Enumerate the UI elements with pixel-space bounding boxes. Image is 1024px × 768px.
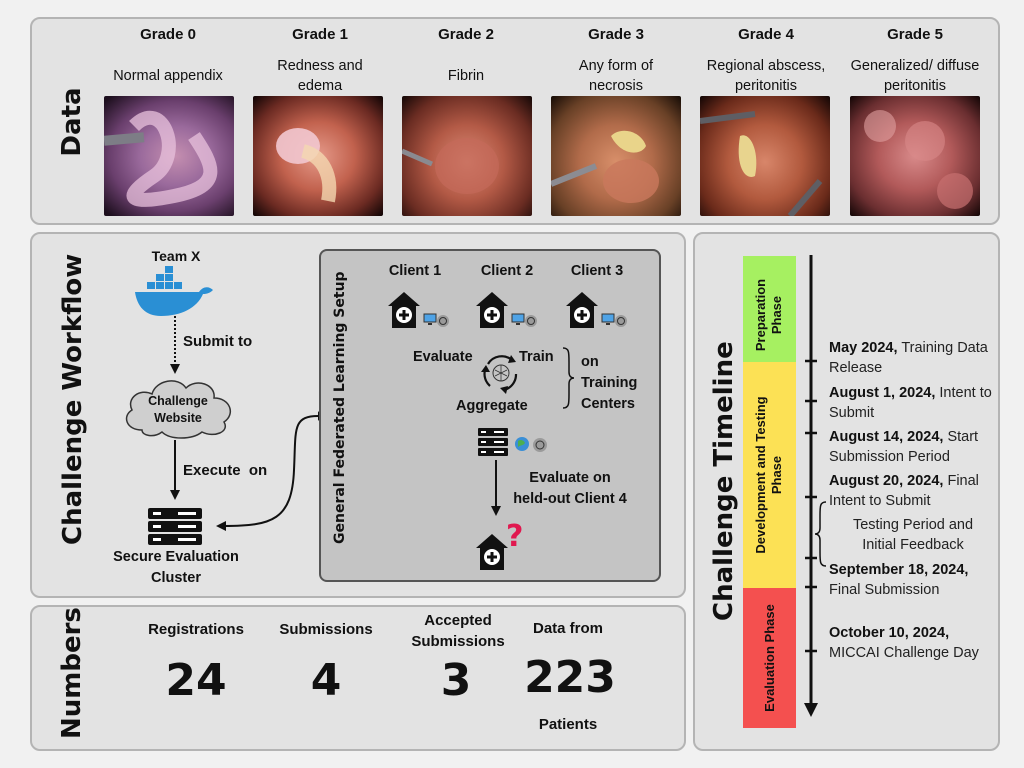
on-training-line3: Centers bbox=[581, 396, 635, 412]
timeline-event-final-intent: August 20, 2024, Final Intent to Submit bbox=[829, 473, 979, 509]
evaluation-phase-bar: Evaluation Phase bbox=[743, 588, 796, 728]
submissions-label: Submissions bbox=[279, 621, 373, 638]
execute-on-label: Execute on bbox=[183, 462, 268, 479]
on-training-line2: Training bbox=[581, 375, 638, 391]
timeline-event-training-release: May 2024, Training Data Release bbox=[829, 340, 988, 376]
data-from-label: Data from bbox=[532, 620, 603, 637]
challenge-website-cloud bbox=[118, 372, 238, 445]
testing-period-brace bbox=[814, 501, 827, 567]
website-label-line1: Challenge bbox=[148, 394, 208, 408]
grade-5: Grade 5 Generalized/ diffuse peritonitis bbox=[845, 20, 985, 97]
grade-title: Grade 4 bbox=[738, 26, 794, 43]
grade-description: Normal appendix bbox=[113, 68, 223, 84]
cluster-label-line1: Secure Evaluation bbox=[113, 549, 239, 565]
accepted-value: 3 bbox=[440, 655, 472, 706]
server-icon bbox=[148, 508, 202, 551]
timeline-event-challenge-day: October 10, 2024, MICCAI Challenge Day bbox=[829, 625, 979, 661]
submit-to-label: Submit to bbox=[183, 333, 253, 350]
patients-label: Patients bbox=[538, 716, 598, 733]
numbers-panel bbox=[30, 605, 686, 751]
workflow-section-title: Challenge Workflow bbox=[58, 253, 88, 545]
development-phase-label: Development and Testing Phase bbox=[753, 396, 784, 554]
cluster-label-line2: Cluster bbox=[151, 570, 201, 586]
grade-4-image bbox=[700, 96, 830, 216]
training-cycle-icon bbox=[478, 350, 524, 401]
timeline-event-intent-submit: August 1, 2024, Intent to Submit bbox=[829, 385, 992, 421]
client-3-hospital-icon bbox=[564, 290, 628, 335]
svg-text:?: ? bbox=[506, 519, 523, 554]
timeline-event-start-submission: August 14, 2024, Start Submission Period bbox=[829, 429, 979, 465]
grade-description: Regional abscess, peritonitis bbox=[706, 58, 826, 94]
grade-2: Grade 2 Fibrin bbox=[396, 20, 536, 97]
evaluation-phase-label: Evaluation Phase bbox=[762, 604, 777, 712]
cluster-link-arrow bbox=[216, 411, 322, 531]
client-2-label: Client 2 bbox=[480, 263, 534, 279]
train-label: Train bbox=[519, 349, 554, 365]
aggregate-label: Aggregate bbox=[456, 398, 528, 414]
grade-description: Generalized/ diffuse peritonitis bbox=[850, 58, 980, 94]
grade-description: Fibrin bbox=[447, 68, 485, 84]
website-label-line2: Website bbox=[154, 411, 202, 425]
heldout-label-line2: held-out Client 4 bbox=[513, 491, 627, 507]
preparation-phase-bar: Preparation Phase bbox=[743, 256, 796, 362]
grade-2-image bbox=[402, 96, 532, 216]
heldout-label-line1: Evaluate on bbox=[529, 470, 611, 486]
timeline-axis bbox=[804, 255, 818, 717]
timeline-event-testing-period: Testing Period and Initial Feedback bbox=[852, 517, 974, 553]
grade-1-image bbox=[253, 96, 383, 216]
curly-brace-icon bbox=[561, 346, 575, 415]
registrations-label: Registrations bbox=[148, 621, 244, 638]
grade-0: Grade 0 Normal appendix bbox=[98, 20, 238, 97]
grade-title: Grade 3 bbox=[588, 26, 644, 43]
execute-arrow bbox=[170, 440, 180, 500]
numbers-section-title: Numbers bbox=[57, 607, 87, 739]
heldout-arrow bbox=[491, 460, 501, 516]
data-section-title: Data bbox=[57, 87, 87, 157]
timeline-event-final-submission: September 18, 2024, Final Submission bbox=[829, 562, 969, 598]
grade-title: Grade 1 bbox=[292, 26, 348, 43]
grade-5-image bbox=[850, 96, 980, 216]
grade-3-image bbox=[551, 96, 681, 216]
grade-description: Redness and edema bbox=[277, 58, 363, 94]
grade-3: Grade 3 Any form of necrosis bbox=[546, 20, 686, 97]
grade-title: Grade 2 bbox=[438, 26, 494, 43]
team-label: Team X bbox=[151, 248, 201, 264]
development-phase-bar: Development and Testing Phase bbox=[743, 362, 796, 588]
client-3-label: Client 3 bbox=[570, 263, 624, 279]
client-4-hospital-icon: ? bbox=[474, 516, 530, 577]
accepted-label-line2: Submissions bbox=[411, 633, 505, 650]
grade-0-image bbox=[104, 96, 234, 216]
client-2-hospital-icon bbox=[474, 290, 538, 335]
accepted-label-line1: Accepted bbox=[424, 612, 492, 629]
submit-arrow bbox=[170, 316, 180, 374]
grade-title: Grade 5 bbox=[887, 26, 943, 43]
grade-description: Any form of necrosis bbox=[578, 58, 654, 94]
grade-1: Grade 1 Redness and edema bbox=[250, 20, 390, 97]
timeline-section-title: Challenge Timeline bbox=[709, 341, 739, 621]
fl-title: General Federated Learning Setup bbox=[332, 271, 348, 544]
client-1-hospital-icon bbox=[386, 290, 450, 335]
client-1-label: Client 1 bbox=[388, 263, 442, 279]
docker-whale-icon bbox=[133, 264, 215, 323]
patients-value: 223 bbox=[524, 652, 616, 703]
grade-4: Grade 4 Regional abscess, peritonitis bbox=[696, 20, 836, 97]
on-training-line1: on bbox=[581, 354, 599, 370]
submissions-value: 4 bbox=[310, 655, 342, 706]
preparation-phase-label: Preparation Phase bbox=[753, 278, 784, 352]
grade-title: Grade 0 bbox=[140, 26, 196, 43]
registrations-value: 24 bbox=[165, 655, 227, 706]
aggregation-server-icon bbox=[478, 428, 558, 463]
evaluate-label: Evaluate bbox=[413, 349, 473, 365]
